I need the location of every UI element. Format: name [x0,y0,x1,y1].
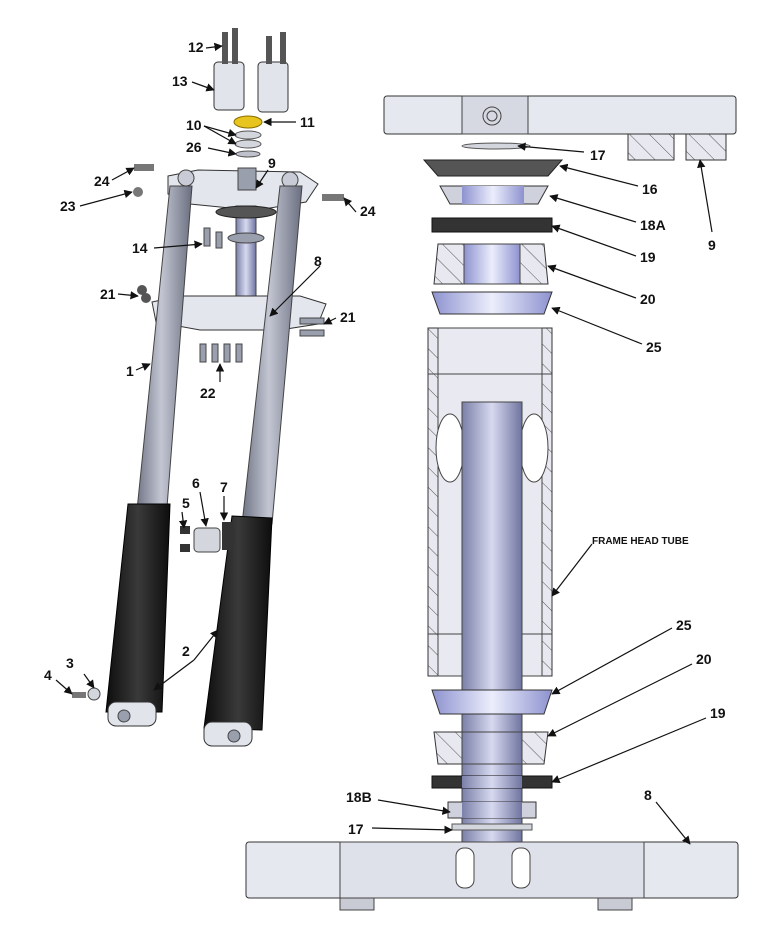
callout-21-left: 21 [100,286,116,302]
callout-5: 5 [182,495,190,511]
washer-3 [87,687,101,701]
seal-19-top [431,217,553,233]
caliper-mount-7 [222,522,234,550]
washer-10b [234,139,262,149]
callout-17-top: 17 [590,147,606,163]
callout-14: 14 [132,240,148,256]
dust-seal-16 [422,159,564,177]
callout-25-top: 25 [646,339,662,355]
race-25-bottom [431,689,553,715]
leader-lines [55,42,713,845]
callout-4: 4 [44,667,52,683]
top-nut-brass [233,115,263,129]
left-exploded-fork [72,28,344,747]
callout-24-left: 24 [94,173,110,189]
callout-13: 13 [172,73,188,89]
frame-head-tube-label: FRAME HEAD TUBE [592,536,689,547]
washer-26 [235,150,261,158]
callout-19-bottom: 19 [710,705,726,721]
bolt-5a [180,526,190,534]
callout-9-left: 9 [268,155,276,171]
bolt-5b [180,544,190,552]
axle-lug-left [107,701,157,727]
handlebar-riser-right [257,32,289,113]
fork-slider-left [105,503,171,713]
callout-labels: 12 13 11 10 26 9 24 23 24 14 8 21 21 1 2… [44,39,726,837]
callout-20-top: 20 [640,291,656,307]
callout-9-right: 9 [708,237,716,253]
bolt-4 [72,692,86,698]
right-section-view [245,95,739,911]
washer-17-bottom [451,823,533,831]
bolts-22 [199,343,243,363]
race-25-top [431,291,553,315]
callout-24-right: 24 [360,203,376,219]
callout-3: 3 [66,655,74,671]
callout-12: 12 [188,39,204,55]
callout-20-bottom: 20 [696,651,712,667]
bolt-24-left [134,164,154,171]
callout-8-right: 8 [644,787,652,803]
bolts-21-left [137,285,151,303]
callout-26: 26 [186,139,202,155]
fork-tube-left [135,185,193,521]
callout-21-right: 21 [340,309,356,325]
washer-17-top [461,142,531,150]
callout-1: 1 [126,363,134,379]
callout-19-top: 19 [640,249,656,265]
callout-18a: 18A [640,217,666,233]
callout-8-left: 8 [314,253,322,269]
callout-11: 11 [300,114,315,130]
bolt-24-right [322,194,344,201]
nut-23 [133,187,143,197]
steering-stem [235,205,257,311]
top-clamp-section [383,95,737,135]
handlebar-riser-left [213,28,245,111]
bolts-21-right [299,317,325,337]
callout-6: 6 [192,475,200,491]
callout-23: 23 [60,198,76,214]
callout-17-bottom: 17 [348,821,364,837]
callout-25-bottom: 25 [676,617,692,633]
callout-10: 10 [186,117,202,133]
washer-10a [234,130,262,140]
callout-2: 2 [182,643,190,659]
callout-16: 16 [642,181,658,197]
brake-bracket-6 [193,527,221,553]
callout-7: 7 [220,479,228,495]
callout-22: 22 [200,385,216,401]
bolts-14 [203,227,223,249]
fork-slider-right [203,515,273,731]
callout-18b: 18B [346,789,372,805]
steering-stem-section [461,401,523,849]
